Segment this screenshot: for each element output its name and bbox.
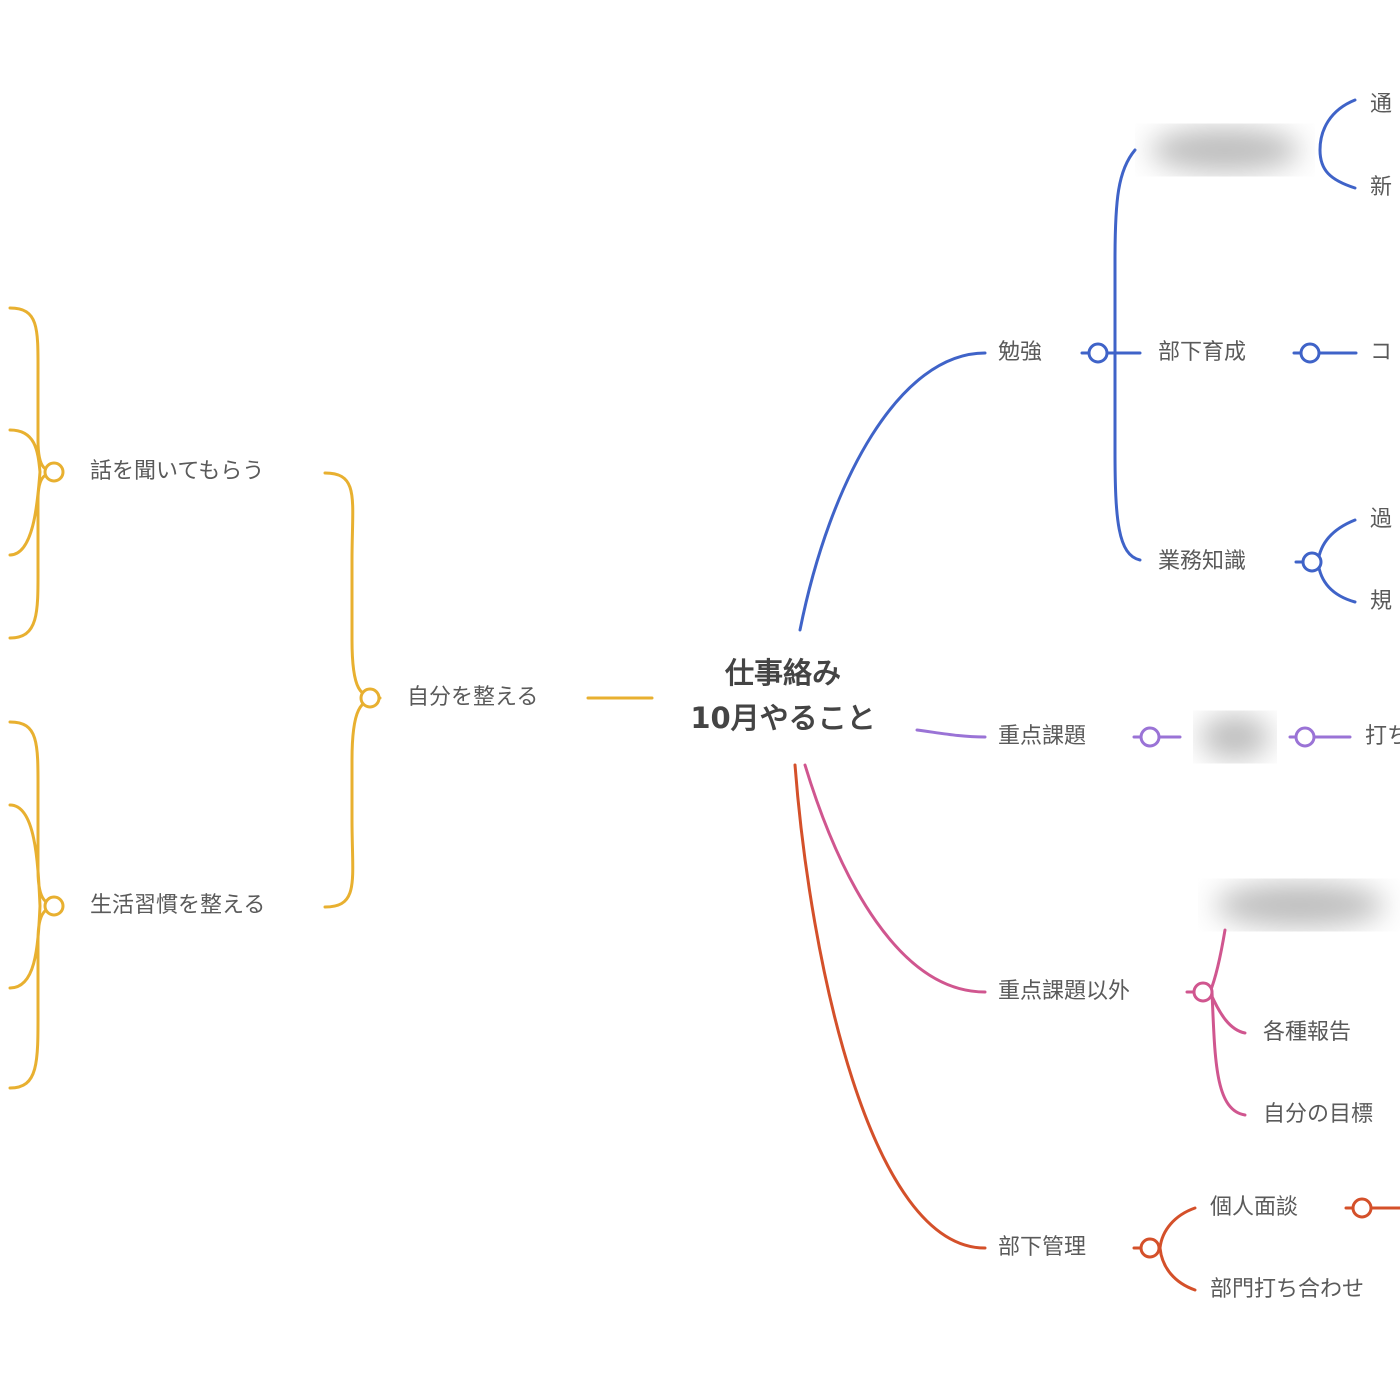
connector	[915, 728, 987, 739]
root-title-line2[interactable]: 10月やること	[690, 701, 875, 735]
node-management[interactable]: 部下管理	[998, 1235, 1086, 1260]
collapse-knob[interactable]	[359, 687, 381, 709]
collapse-knob[interactable]	[1192, 981, 1214, 1003]
connector	[8, 306, 64, 640]
node-truncated[interactable]: 通	[1370, 92, 1392, 117]
node-one-on-one[interactable]: 個人面談	[1210, 1195, 1298, 1220]
node-priority[interactable]: 重点課題	[998, 724, 1086, 749]
node-lifestyle[interactable]: 生活習慣を整える	[90, 893, 265, 918]
blurred-node	[1150, 128, 1300, 172]
collapse-knob[interactable]	[43, 895, 65, 917]
blurred-node	[1200, 715, 1270, 759]
branch-management: 部下管理 個人面談 部門打ち合わせ	[793, 763, 1400, 1302]
collapse-knob[interactable]	[1139, 726, 1161, 748]
collapse-knob[interactable]	[1139, 1237, 1161, 1259]
collapse-knob[interactable]	[1294, 726, 1316, 748]
connector	[1185, 928, 1247, 1117]
collapse-knob[interactable]	[1301, 551, 1323, 573]
node-other[interactable]: 重点課題以外	[998, 979, 1130, 1004]
node-self[interactable]: 自分を整える	[407, 685, 538, 710]
branch-self: 自分を整える 話を聞いてもらう 生活習慣を整える	[8, 306, 654, 1090]
node-reports[interactable]: 各種報告	[1263, 1020, 1351, 1045]
connector	[803, 763, 987, 994]
node-business-knowledge[interactable]: 業務知識	[1158, 549, 1246, 574]
branch-priority: 重点課題 打ち	[915, 715, 1400, 759]
collapse-knob[interactable]	[1087, 342, 1109, 364]
node-dept-meeting[interactable]: 部門打ち合わせ	[1210, 1277, 1364, 1302]
node-subordinate-training[interactable]: 部下育成	[1158, 340, 1246, 365]
node-own-goals[interactable]: 自分の目標	[1263, 1102, 1373, 1127]
connector	[8, 720, 64, 1090]
node-truncated[interactable]: 規	[1370, 589, 1392, 614]
branch-study: 勉強 通 新 部下育成 コ 業務知識 過 規	[798, 92, 1392, 632]
connector	[1318, 98, 1357, 190]
connector	[798, 351, 987, 632]
node-truncated[interactable]: コ	[1370, 340, 1392, 365]
node-truncated[interactable]: 新	[1370, 175, 1392, 200]
root-title-line1[interactable]: 仕事絡み	[724, 656, 841, 690]
blurred-node	[1215, 883, 1385, 927]
node-truncated[interactable]: 過	[1370, 507, 1392, 532]
node-listen[interactable]: 話を聞いてもらう	[90, 459, 264, 484]
collapse-knob[interactable]	[1351, 1197, 1373, 1219]
collapse-knob[interactable]	[1299, 342, 1321, 364]
branch-other: 重点課題以外 各種報告 自分の目標	[803, 763, 1385, 1127]
connector	[793, 763, 987, 1250]
connector	[1113, 148, 1142, 562]
node-study[interactable]: 勉強	[998, 340, 1042, 365]
collapse-knob[interactable]	[43, 461, 65, 483]
node-truncated[interactable]: 打ち	[1365, 724, 1400, 749]
